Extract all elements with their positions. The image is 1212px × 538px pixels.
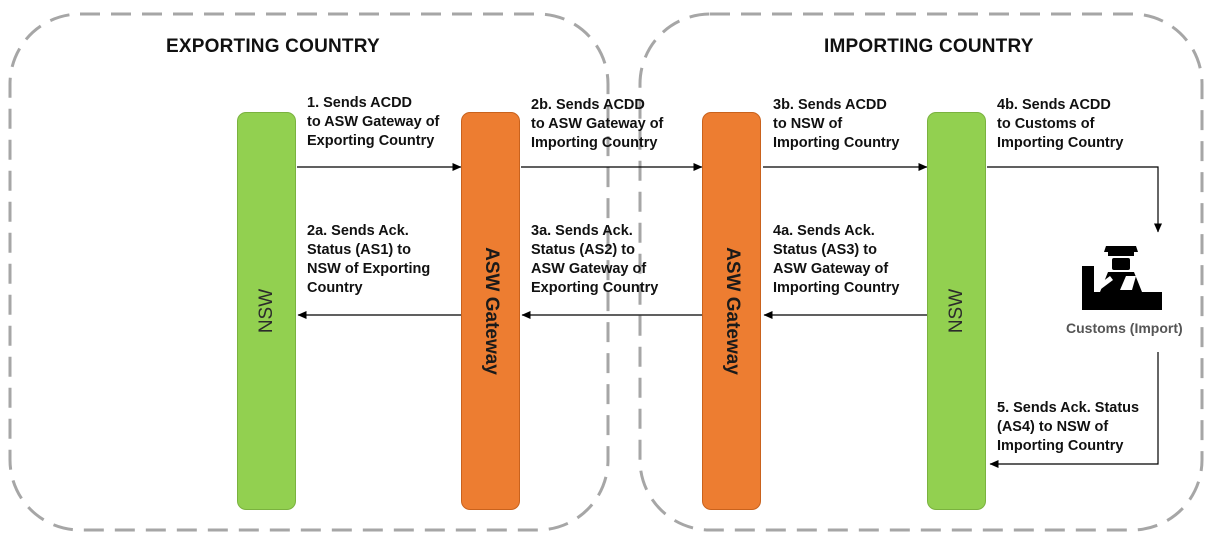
customs-import-label: Customs (Import) [1066,320,1183,336]
nsw-importing-label: NSW [945,288,967,334]
asw-gateway-importing-label: ASW Gateway [721,247,743,375]
importing-country-title: IMPORTING COUNTRY [824,36,1034,57]
importing-region-border [638,12,1204,532]
customs-officer-icon [1082,246,1162,310]
nsw-importing-lane: NSW [927,112,986,510]
exporting-country-title: EXPORTING COUNTRY [166,36,380,57]
asw-gateway-exporting-lane: ASW Gateway [461,112,520,510]
asw-gateway-exporting-label: ASW Gateway [480,247,502,375]
exporting-region-border [8,12,610,532]
arrow-step-5 [989,352,1159,468]
nsw-exporting-lane: NSW [237,112,296,510]
asw-gateway-importing-lane: ASW Gateway [702,112,761,510]
nsw-exporting-label: NSW [255,288,277,334]
arrow-step-4b [987,166,1162,233]
